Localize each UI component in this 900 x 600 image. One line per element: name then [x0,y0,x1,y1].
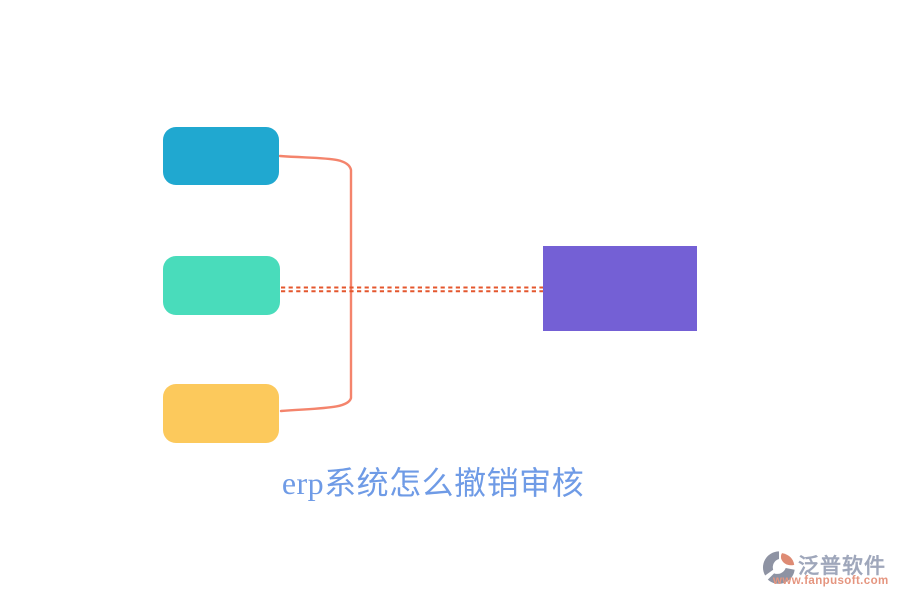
watermark-url-text: www.fanpusoft.com [773,575,889,587]
watermark-brand-text: 泛普软件 [798,555,886,578]
node-branch-bottom [163,384,279,443]
diagram-title: erp系统怎么撤销审核 [281,465,585,501]
node-branch-top [163,127,279,185]
bracket-connector [278,154,353,413]
watermark: 泛普软件 www.fanpusoft.com [762,548,894,590]
node-target [543,246,697,331]
node-branch-middle [163,256,280,315]
fanpu-logo-icon [762,551,795,584]
